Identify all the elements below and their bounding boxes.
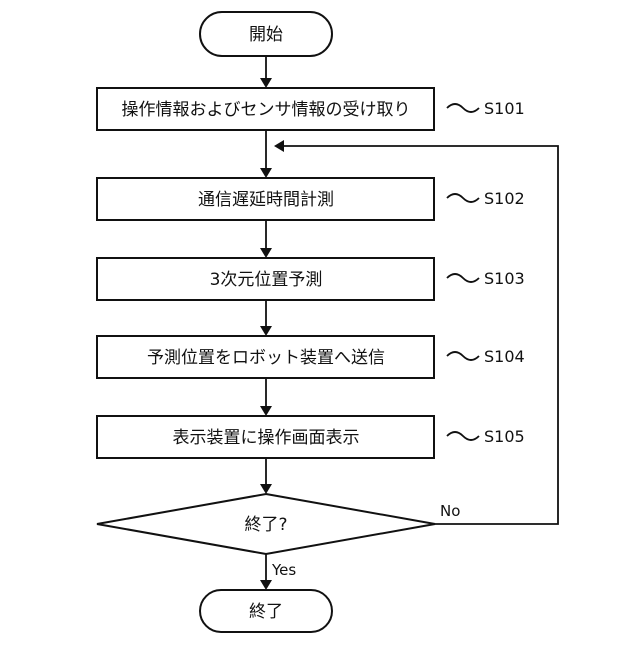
start-terminal: 開始 [200,12,332,56]
decision-label: 終了? [244,515,287,535]
process-step-s102: 通信遅延時間計測 S102 [97,178,525,220]
step-leader-line [447,194,479,202]
step-id: S105 [484,427,525,446]
step-id: S102 [484,189,525,208]
step-leader-line [447,104,479,112]
step-text: 通信遅延時間計測 [198,190,334,210]
arrow-s104-to-s105 [260,378,272,416]
process-step-s103: 3次元位置予測 S103 [97,258,525,300]
arrow-start-to-s101 [260,56,272,88]
step-text: 表示装置に操作画面表示 [173,428,360,448]
step-text: 予測位置をロボット装置へ送信 [147,348,385,368]
end-label: 終了 [249,602,283,622]
loop-back-arrowhead [274,140,284,152]
step-text: 3次元位置予測 [210,270,323,290]
process-step-s101: 操作情報およびセンサ情報の受け取り S101 [97,88,525,130]
step-text: 操作情報およびセンサ情報の受け取り [122,100,411,120]
step-id: S101 [484,99,525,118]
yes-branch-arrow: Yes [260,554,296,590]
decision-node: 終了? [97,494,435,554]
arrow-s105-to-decision [260,458,272,494]
step-id: S103 [484,269,525,288]
yes-label: Yes [271,561,296,579]
step-id: S104 [484,347,525,366]
step-leader-line [447,432,479,440]
no-label: No [440,502,460,520]
start-label: 開始 [249,25,283,45]
step-leader-line [447,352,479,360]
arrow-s103-to-s104 [260,300,272,336]
end-terminal: 終了 [200,590,332,632]
arrow-s101-to-s102 [260,130,272,178]
step-leader-line [447,274,479,282]
process-step-s105: 表示装置に操作画面表示 S105 [97,416,525,458]
arrow-s102-to-s103 [260,220,272,258]
process-step-s104: 予測位置をロボット装置へ送信 S104 [97,336,525,378]
